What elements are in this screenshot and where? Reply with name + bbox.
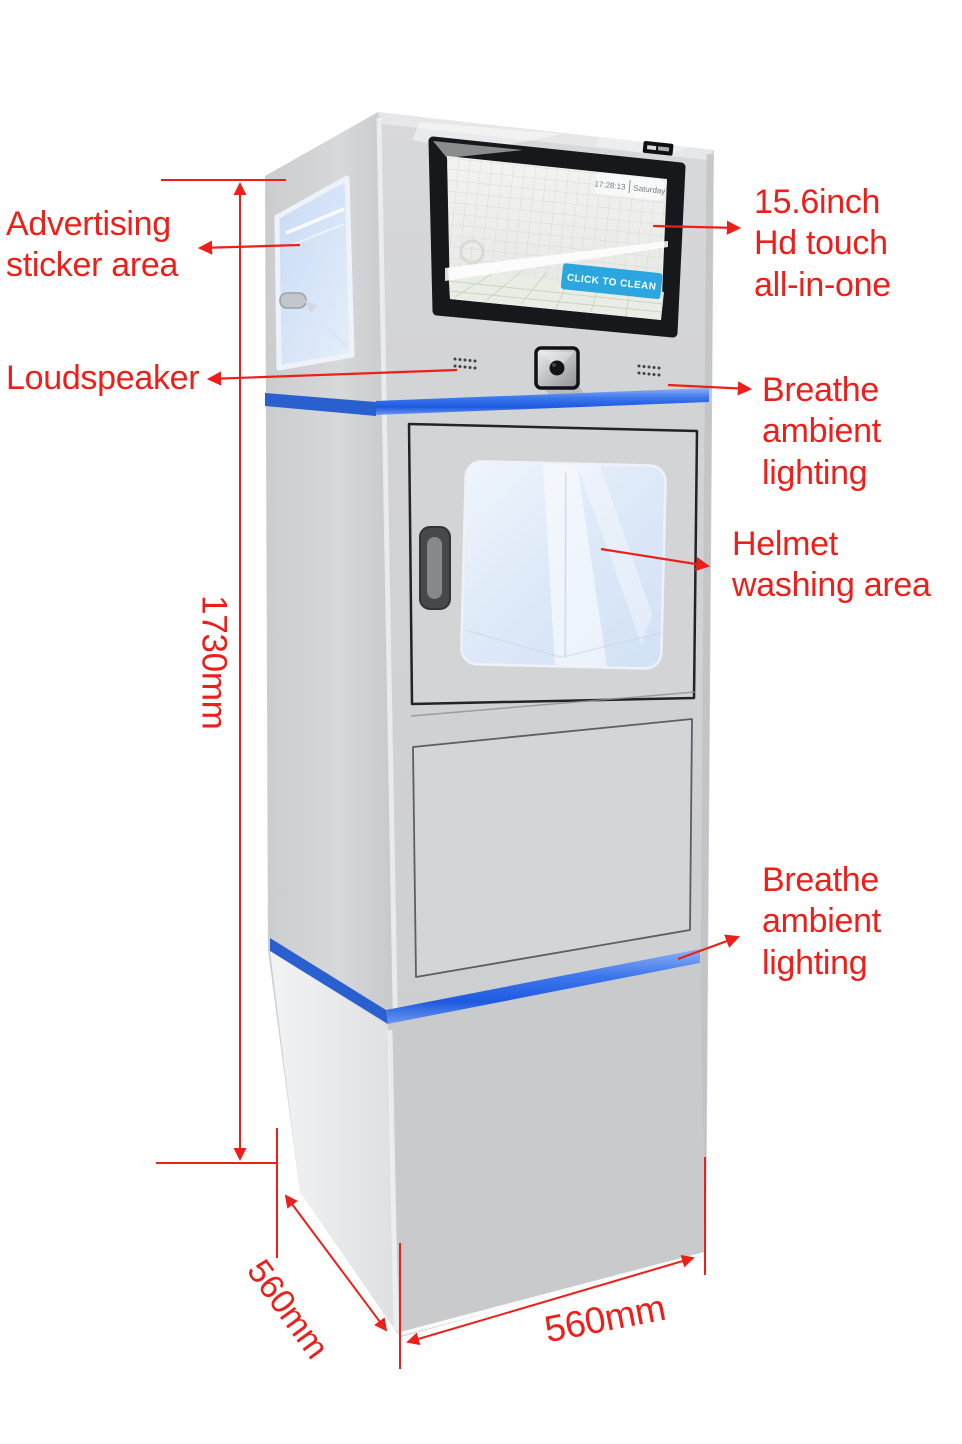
arrow-loudspeaker [206, 368, 458, 386]
led-strip-top-side [265, 393, 376, 416]
base-corner-highlight [387, 1029, 399, 1331]
scanner-lens-glint [552, 363, 556, 367]
dimension-lines [156, 179, 706, 1369]
screen-day: Saturday [633, 184, 666, 196]
click-to-clean[interactable]: CLICK TO CLEAN [560, 263, 663, 300]
speaker-scanner-band [453, 346, 661, 398]
screen-watermark [459, 239, 485, 265]
screen-glare [445, 241, 668, 281]
touch-screen: 17:28:13 Saturday CLICK TO CLEAN [428, 136, 686, 338]
body-seam [410, 691, 696, 717]
label-touch-all-in-one: 15.6inch Hd touch all-in-one [754, 182, 891, 306]
label-line: all-in-one [754, 265, 891, 304]
glass-light-beam [542, 463, 608, 667]
screen-time-chip: 17:28:13 Saturday [594, 173, 666, 201]
label-line: lighting [762, 453, 868, 492]
screen-logo-chip [642, 140, 674, 156]
led-strip-top-front [376, 388, 709, 415]
glass-interior-floor [465, 629, 663, 659]
right-edge-shading [698, 153, 714, 1252]
door-handle-recess [427, 537, 442, 599]
label-helmet-washing-area: Helmet washing area [732, 524, 931, 607]
label-line: Helmet [732, 525, 838, 563]
loudspeaker-grille-left [453, 357, 477, 370]
sticker-frame-line-2 [286, 223, 345, 248]
sticker-glass [274, 175, 355, 371]
lower-access-panel [412, 718, 693, 978]
label-line: ambient [762, 902, 881, 941]
glass-interior-corner [564, 472, 567, 658]
base-section [270, 951, 706, 1337]
led-strip-bottom-front [386, 949, 700, 1024]
label-line: Hd touch [754, 224, 888, 263]
loudspeaker-grille-right [637, 364, 661, 377]
sticker-glass-fold [328, 328, 348, 348]
label-line: Breathe [762, 861, 879, 899]
depth-dimension-line [284, 1194, 388, 1332]
label-line: Loudspeaker [6, 359, 200, 397]
annotation-arrows [197, 220, 753, 961]
label-line: Advertising [6, 205, 171, 243]
qr-scanner [534, 346, 586, 398]
clean-button-bg[interactable] [560, 263, 663, 300]
label-line: Breathe [762, 371, 879, 409]
sticker-frame-line [285, 207, 345, 235]
arrow-breathe-top [667, 381, 753, 396]
led-strip-bottom-side [270, 938, 388, 1024]
label-line: sticker area [6, 246, 179, 285]
glass-light-beam-2 [576, 464, 653, 645]
arrow-advertising [197, 240, 301, 255]
label-line: washing area [732, 566, 931, 605]
label-line: ambient [762, 412, 881, 451]
advertising-sticker-window [274, 175, 355, 371]
label-line: lighting [762, 943, 868, 982]
sticker-door-handle-2 [304, 300, 318, 312]
label-advertising-sticker-area: Advertising sticker area [6, 204, 178, 287]
label-breathe-ambient-bottom: Breathe ambient lighting [762, 860, 881, 984]
label-loudspeaker: Loudspeaker [6, 358, 200, 399]
scanner-lens [549, 360, 565, 376]
logo-mark-2 [657, 146, 670, 152]
bezel-glare [433, 141, 523, 158]
time-chip-divider [628, 180, 631, 194]
logo-mark [646, 145, 657, 151]
arrow-breathe-bottom [677, 934, 741, 961]
arrow-touch-screen [652, 220, 742, 235]
helmet-wash-door [407, 422, 699, 706]
label-height-dimension: 1730mm [194, 595, 234, 730]
sticker-door-handle [279, 292, 307, 309]
label-line: 15.6inch [754, 183, 881, 221]
led-strip-top [265, 388, 709, 416]
door-window [460, 460, 667, 670]
led-strip-bottom [270, 938, 700, 1024]
arrow-helmet [600, 547, 711, 572]
top-edge-glare [378, 112, 714, 160]
base-front [388, 963, 706, 1337]
screen-time: 17:28:13 [594, 179, 626, 191]
width-dimension-line [406, 1254, 695, 1346]
label-breathe-ambient-top: Breathe ambient lighting [762, 370, 881, 494]
